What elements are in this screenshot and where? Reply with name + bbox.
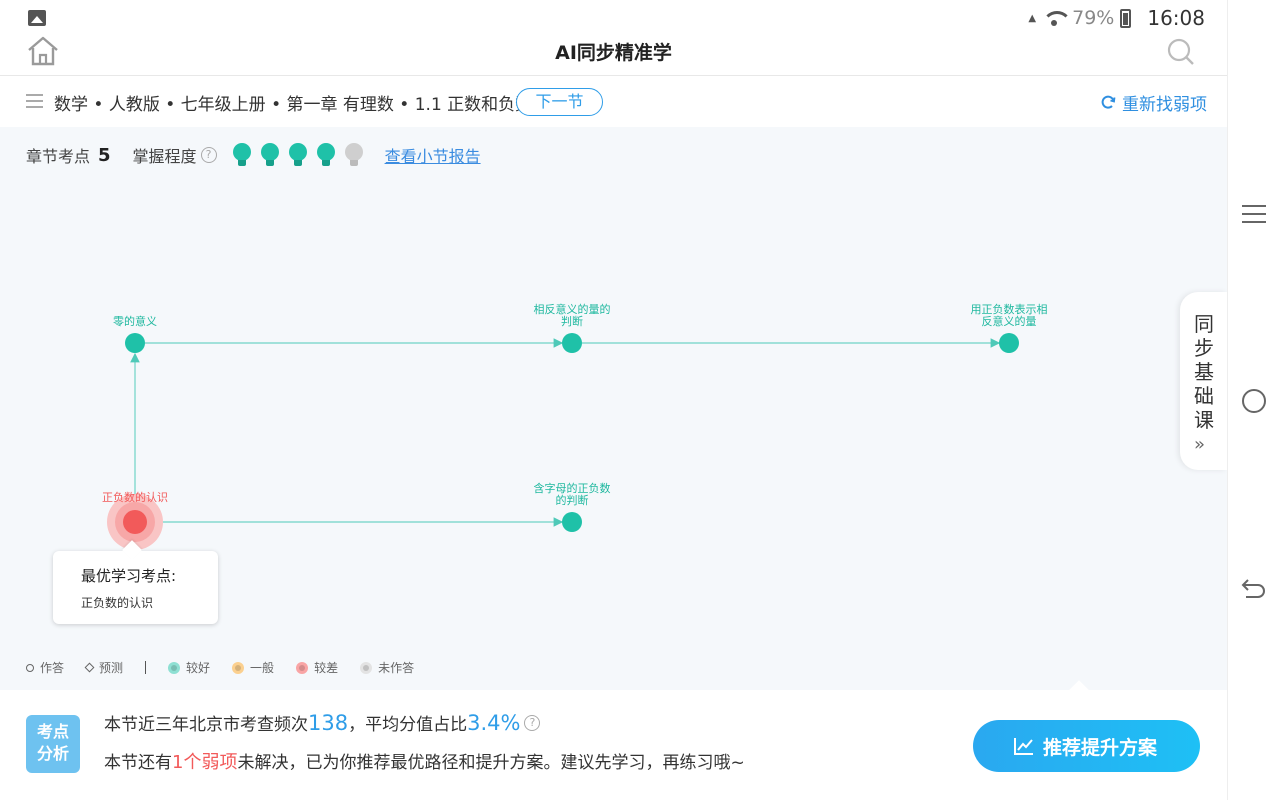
mastery-label: 掌握程度: [132, 147, 197, 166]
section-report-link[interactable]: 查看小节报告: [384, 147, 481, 166]
mastery-bulb-icon: [344, 143, 363, 167]
node-letter-pos-neg[interactable]: [562, 512, 582, 532]
refind-label: 重新找弱项: [1122, 95, 1207, 115]
tooltip-text: 正负数的认识: [81, 596, 154, 610]
legend-predicted: 预测: [84, 659, 123, 676]
legend: 作答 预测 较好 一般 较差 未作答: [26, 659, 436, 676]
sync-course-tab[interactable]: 同步基础课 »: [1180, 292, 1227, 470]
node-label: 相反意义的量的判断: [534, 302, 611, 328]
best-point-tooltip: 最优学习考点: 正负数的认识: [53, 551, 218, 624]
legend-unanswered: 未作答: [360, 659, 414, 676]
knowledge-graph: 零的意义 相反意义的量的判断 用正负数表示相反意义的量 正负数的认识 含字母的正…: [102, 302, 1048, 550]
back-icon[interactable]: [1240, 576, 1268, 602]
menu-icon[interactable]: [26, 94, 43, 108]
frequency-line: 本节近三年北京市考查频次 138 ，平均分值占比 3.4% ?: [104, 710, 541, 735]
sync-course-label: 同步基础课: [1194, 312, 1214, 432]
mastery-bulbs: [232, 143, 363, 167]
analysis-badge: 考点 分析: [26, 715, 80, 773]
points-label: 章节考点: [26, 147, 91, 166]
legend-answered: 作答: [26, 659, 64, 676]
refind-weak-button[interactable]: 重新找弱项: [1101, 90, 1207, 115]
frequency-value: 138: [308, 711, 349, 735]
page-title: AI同步精准学: [555, 42, 672, 64]
weak-count: 1个弱项: [172, 752, 238, 773]
app-window: ▲ 79% 16:08 AI同步精准学 数学 • 人教版 • 七年级上册 • 第…: [0, 0, 1227, 800]
tooltip-title: 最优学习考点:: [81, 567, 177, 585]
node-opposite-quantity[interactable]: [562, 333, 582, 353]
battery-icon: [1120, 8, 1132, 28]
next-section-button[interactable]: 下一节: [516, 88, 603, 116]
chart-trend-icon: [1014, 738, 1033, 755]
legend-good: 较好: [168, 659, 210, 676]
mastery-bulb-icon: [316, 143, 335, 167]
points-count: 5: [98, 144, 111, 166]
help-icon[interactable]: ?: [200, 147, 217, 163]
mastery-bulb-icon: [232, 143, 251, 167]
node-represent-opposite[interactable]: [999, 333, 1019, 353]
node-label: 正负数的认识: [102, 490, 168, 504]
gallery-icon: [28, 10, 46, 26]
app-header: AI同步精准学: [0, 30, 1227, 76]
node-zero-meaning[interactable]: [125, 333, 145, 353]
home-circle-icon[interactable]: [1242, 389, 1266, 413]
status-right: ▲ 79% 16:08: [1028, 6, 1205, 30]
analysis-panel: 考点 分析 本节近三年北京市考查频次 138 ，平均分值占比 3.4% ? 本节…: [0, 690, 1227, 800]
status-bar: ▲ 79% 16:08: [0, 0, 1227, 34]
node-label: 用正负数表示相反意义的量: [971, 302, 1048, 328]
search-icon[interactable]: [1167, 38, 1195, 66]
double-chevron-icon: »: [1194, 434, 1206, 455]
recent-apps-icon[interactable]: [1242, 205, 1266, 223]
breadcrumb-row: 数学 • 人教版 • 七年级上册 • 第一章 有理数 • 1.1 正数和负数 下…: [0, 77, 1227, 127]
mastery-bulb-icon: [288, 143, 307, 167]
clock: 16:08: [1147, 6, 1205, 30]
knowledge-graph-panel: 章节考点 5 掌握程度 ? 查看小节报告 零的意义: [0, 127, 1227, 690]
help-icon[interactable]: ?: [524, 714, 541, 731]
breadcrumb: 数学 • 人教版 • 七年级上册 • 第一章 有理数 • 1.1 正数和负数: [54, 95, 533, 115]
wifi-icon: [1042, 9, 1073, 27]
node-label: 含字母的正负数的判断: [534, 481, 611, 507]
home-icon[interactable]: [26, 36, 60, 66]
legend-separator: [145, 661, 147, 674]
refresh-icon: [1101, 95, 1116, 109]
battery-percent: 79%: [1072, 7, 1115, 29]
node-pos-neg-recognition[interactable]: [123, 510, 147, 534]
score-share-value: 3.4%: [467, 711, 521, 735]
stats-row: 章节考点 5 掌握程度 ? 查看小节报告: [26, 143, 481, 167]
legend-poor: 较差: [296, 659, 338, 676]
legend-normal: 一般: [232, 659, 274, 676]
mastery-bulb-icon: [260, 143, 279, 167]
node-label: 零的意义: [113, 314, 157, 328]
signal-icon: ▲: [1028, 12, 1037, 24]
recommend-plan-button[interactable]: 推荐提升方案: [973, 720, 1200, 772]
weak-point-line: 本节还有1个弱项未解决，已为你推荐最优路径和提升方案。建议先学习，再练习哦~: [104, 752, 745, 773]
